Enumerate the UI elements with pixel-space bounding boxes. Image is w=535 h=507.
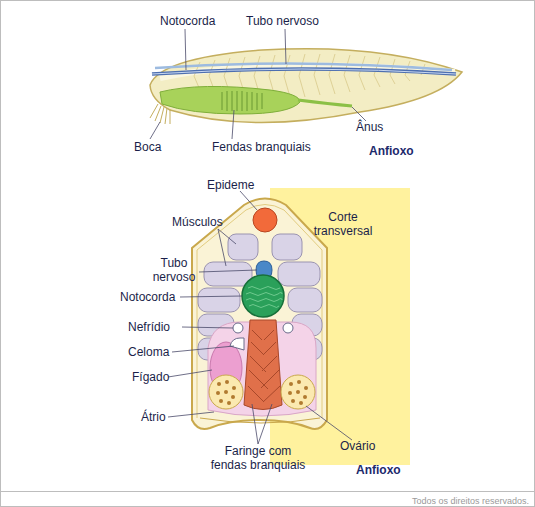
gill-slits — [222, 91, 262, 111]
part-label: Fígado — [132, 370, 169, 384]
pharynx-slits — [248, 330, 280, 402]
part-label: Faringe com fendas branquiais — [205, 444, 311, 472]
ovary-left — [209, 375, 243, 409]
notochord-highlight — [152, 69, 456, 74]
part-label: Boca — [134, 140, 161, 154]
part-label: Tubo nervoso — [148, 256, 200, 284]
part-label: Notocorda — [120, 290, 175, 304]
part-label: Átrio — [141, 410, 166, 424]
dorsal-fin-ray — [253, 208, 277, 232]
notochord — [152, 69, 456, 74]
frame-rule — [0, 491, 535, 492]
ventral-wall — [200, 418, 320, 423]
part-label: Epideme — [207, 178, 254, 192]
notochord-texture — [246, 287, 282, 308]
figure-title: Anfioxo — [369, 144, 414, 158]
part-label: Fendas branquiais — [212, 140, 311, 154]
part-label: Ovário — [340, 439, 375, 453]
epidermis-inner — [197, 205, 322, 419]
part-label: Músculos — [172, 215, 223, 229]
part-label: Ânus — [356, 120, 383, 134]
coelom — [230, 338, 244, 350]
nephridium — [233, 323, 243, 333]
pharynx-section — [244, 320, 282, 410]
part-label: Celoma — [128, 345, 169, 359]
figure-title: Anfioxo — [356, 463, 401, 477]
part-label: Notocorda — [160, 14, 215, 28]
watermark: Todos os direitos reservados. — [412, 494, 529, 507]
part-label: Tubo nervoso — [246, 14, 319, 28]
part-label: Corte transversal — [308, 210, 378, 238]
part-label: Nefrídio — [128, 320, 170, 334]
section-outline — [192, 199, 327, 430]
ovary-right — [281, 375, 315, 409]
body-outline — [150, 49, 462, 123]
intestine — [298, 100, 352, 106]
pharynx — [160, 86, 300, 114]
notochord-section — [242, 275, 284, 317]
oral-cirri — [150, 104, 170, 124]
ovary-eggs — [216, 380, 308, 405]
nephridium — [283, 323, 293, 333]
